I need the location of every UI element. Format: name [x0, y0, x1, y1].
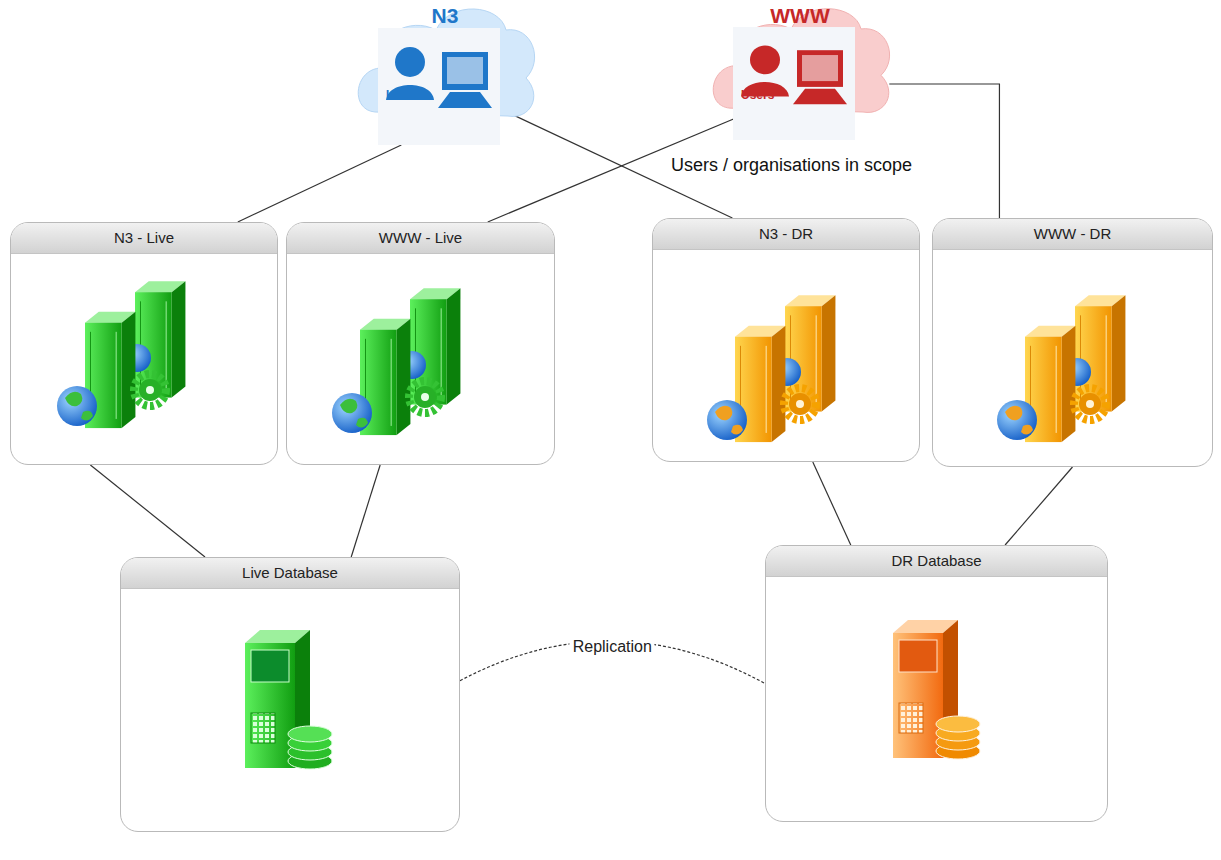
server-pair [707, 295, 835, 442]
server-group-box: WWW - DR [932, 218, 1213, 467]
network-cloud: WWW Users [705, 0, 895, 140]
cloud-title: WWW [705, 4, 895, 28]
users-caption: Users [386, 88, 419, 102]
edge-label: Replication [570, 638, 655, 656]
box-header: N3 - DR [653, 219, 919, 250]
server-pair [57, 281, 185, 428]
server-group-box: N3 - Live [10, 222, 278, 465]
database-server [245, 630, 332, 769]
box-title: WWW - DR [1034, 225, 1111, 242]
box-title: N3 - DR [759, 225, 813, 242]
server-group-box: N3 - DR [652, 218, 920, 462]
server-group-box: WWW - Live [286, 222, 555, 465]
box-header: Live Database [121, 558, 459, 589]
box-title: N3 - Live [114, 229, 174, 246]
connector [90, 465, 205, 557]
server-group-box: DR Database [765, 545, 1108, 822]
box-header: N3 - Live [11, 223, 277, 254]
box-title: Live Database [242, 564, 338, 581]
cloud-title: N3 [350, 4, 540, 28]
scope-note: Users / organisations in scope [668, 155, 915, 176]
database-server [893, 620, 980, 759]
server-group-box: Live Database [120, 557, 460, 832]
connector [813, 462, 851, 545]
connector [1005, 467, 1072, 545]
box-header: DR Database [766, 546, 1107, 577]
connector [351, 465, 380, 557]
server-pair [332, 288, 460, 435]
connector [238, 145, 401, 222]
network-cloud: N3Users [350, 0, 540, 145]
server-pair [997, 295, 1125, 442]
box-title: DR Database [891, 552, 981, 569]
connector [889, 84, 999, 218]
users-caption: Users [741, 88, 774, 102]
box-title: WWW - Live [379, 229, 462, 246]
box-header: WWW - Live [287, 223, 554, 254]
box-header: WWW - DR [933, 219, 1212, 250]
